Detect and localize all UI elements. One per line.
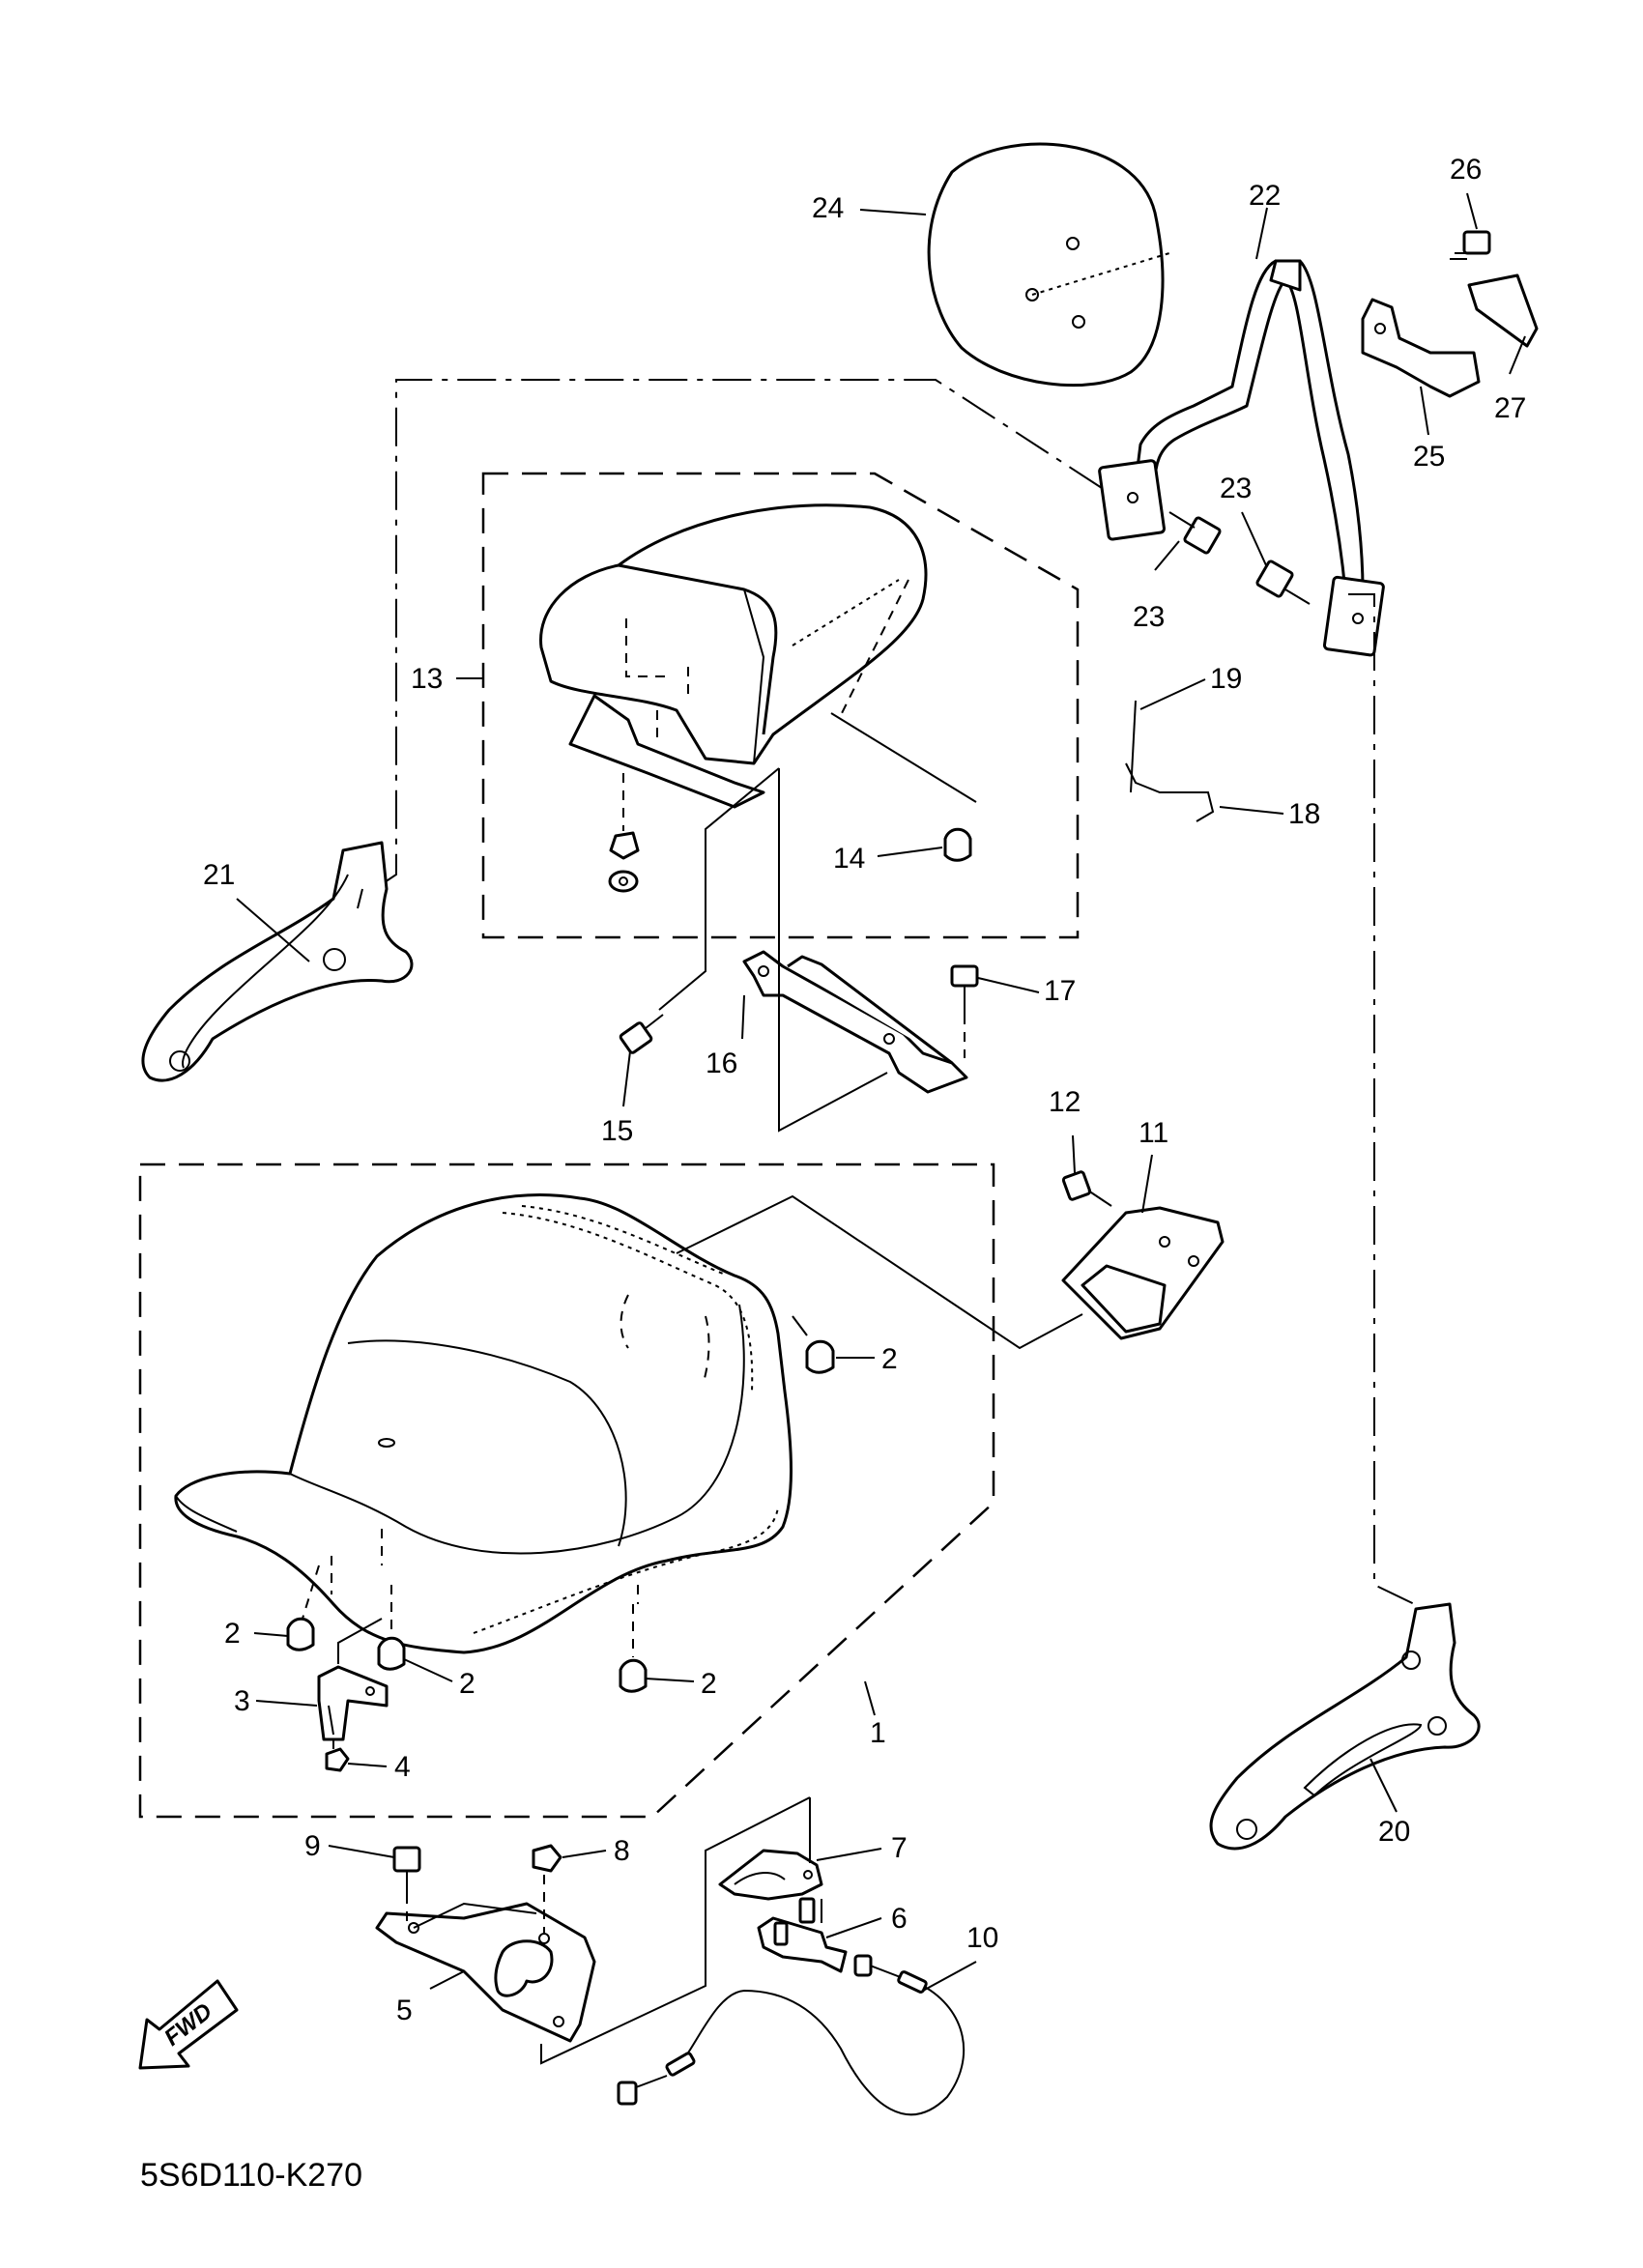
leader-13-seat <box>830 712 977 803</box>
callout-leaders <box>236 192 1526 1992</box>
pad-27 <box>1467 273 1539 348</box>
latch-7 <box>718 1849 823 1901</box>
callout-20: 20 <box>1378 1816 1410 1848</box>
bolt-23-right <box>1255 560 1311 605</box>
plate-5 <box>375 1902 596 2043</box>
callout-23-lower: 23 <box>1133 601 1165 633</box>
callout-13: 13 <box>411 663 443 695</box>
bracket-25 <box>1361 298 1481 398</box>
main-seat-group-boundary <box>138 1163 995 1819</box>
seat-bracket-16 <box>742 950 968 1094</box>
callout-19: 19 <box>1210 663 1242 695</box>
rubber-14 <box>943 827 972 862</box>
callout-25: 25 <box>1413 441 1445 473</box>
callout-5: 5 <box>396 1995 413 2026</box>
hook-bracket-3 <box>317 1618 389 1741</box>
bolt-23-left <box>1168 511 1222 555</box>
side-plate-right <box>1209 1602 1481 1851</box>
backrest-pad <box>927 142 1170 388</box>
lock-6 <box>757 1897 848 1973</box>
main-seat <box>174 1193 793 1654</box>
nut-8 <box>532 1844 562 1933</box>
diagram-code: 5S6D110-K270 <box>140 2157 362 2194</box>
callout-11: 11 <box>1139 1117 1168 1149</box>
callout-18: 18 <box>1288 798 1320 830</box>
callout-22: 22 <box>1249 180 1281 212</box>
callout-9: 9 <box>304 1830 321 1862</box>
bolt-9 <box>392 1846 421 1923</box>
bolt-15 <box>619 1014 664 1054</box>
cable-10 <box>617 1954 966 2116</box>
leader-seat-to-bracket <box>676 1194 1083 1350</box>
callout-2-left: 2 <box>224 1618 241 1650</box>
callout-10: 10 <box>966 1922 998 1954</box>
callout-1: 1 <box>870 1717 886 1749</box>
callout-21: 21 <box>203 859 235 891</box>
callout-23-upper: 23 <box>1220 473 1252 504</box>
nut-4 <box>325 1739 350 1772</box>
callout-2-center: 2 <box>459 1668 476 1700</box>
backrest-bar <box>1098 259 1385 657</box>
rubber-2-left <box>286 1565 320 1651</box>
rubber-2-center <box>377 1585 406 1671</box>
callout-12: 12 <box>1049 1086 1081 1118</box>
lock-leader-lines <box>540 1796 822 2065</box>
callout-16: 16 <box>706 1048 737 1079</box>
bolt-17 <box>950 964 979 1058</box>
callout-7: 7 <box>891 1832 908 1864</box>
callout-27: 27 <box>1494 392 1526 424</box>
bracket-connect-lines <box>658 767 888 1133</box>
bracket-11 <box>1061 1206 1225 1340</box>
rear-seat <box>539 503 928 809</box>
side-plate-left <box>141 841 414 1082</box>
chain-line-right-plate <box>1348 593 1431 1613</box>
rear-seat-nut <box>608 773 640 893</box>
rear-seat-group-boundary <box>481 472 1080 939</box>
callout-15: 15 <box>601 1115 633 1147</box>
callout-2-top: 2 <box>881 1343 898 1375</box>
callout-26: 26 <box>1450 154 1482 186</box>
callout-6: 6 <box>891 1903 908 1935</box>
bolt-12 <box>1061 1170 1112 1207</box>
callout-24: 24 <box>812 192 844 224</box>
callout-14: 14 <box>833 843 865 875</box>
bolt-26 <box>1450 230 1491 260</box>
callout-8: 8 <box>614 1835 630 1867</box>
chain-line-left-plate <box>381 379 1103 885</box>
callout-4: 4 <box>394 1751 411 1783</box>
rubber-2-top <box>792 1315 835 1374</box>
callout-17: 17 <box>1044 975 1076 1007</box>
callout-2-right: 2 <box>701 1668 717 1700</box>
forward-arrow-icon: FWD <box>138 1979 239 2070</box>
rubber-2-right <box>619 1604 648 1693</box>
callout-3: 3 <box>234 1685 250 1717</box>
